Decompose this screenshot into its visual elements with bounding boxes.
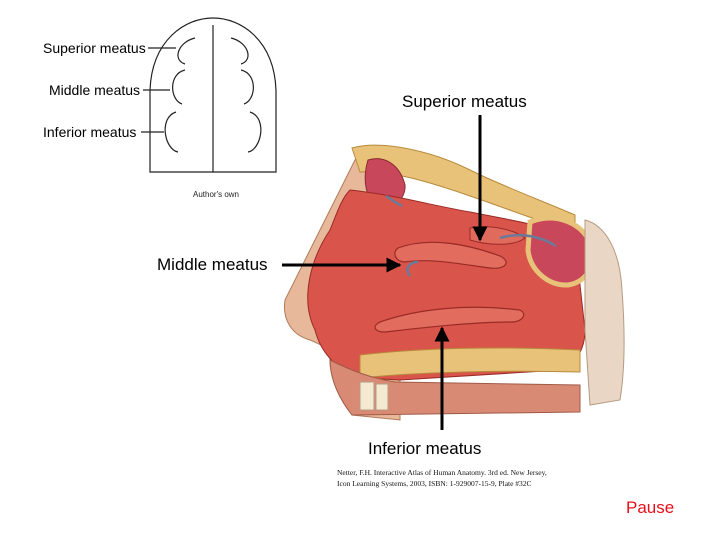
schematic-concha-superior-left <box>178 38 195 64</box>
schematic-credit: Author's own <box>193 190 239 199</box>
sagittal-nasal-illustration <box>284 145 624 420</box>
schematic-label-middle-meatus: Middle meatus <box>49 82 140 98</box>
illustration-label-superior-meatus: Superior meatus <box>402 92 527 112</box>
illustration-label-inferior-meatus: Inferior meatus <box>368 439 481 459</box>
schematic-label-superior-meatus: Superior meatus <box>43 40 146 56</box>
citation-line-1: Netter, F.H. Interactive Atlas of Human … <box>337 467 597 478</box>
schematic-label-inferior-meatus: Inferior meatus <box>43 124 136 140</box>
schematic-concha-inferior-left <box>165 112 178 152</box>
incisor-tooth <box>360 382 374 410</box>
schematic-concha-middle-left <box>173 70 185 104</box>
sphenoid-sinus <box>528 218 593 285</box>
citation-line-2: Icon Learning Systems, 2003, ISBN: 1-929… <box>337 478 597 489</box>
posterior-bone <box>585 220 624 405</box>
schematic-concha-middle-right <box>241 70 253 104</box>
nasal-cavity-schematic <box>141 18 276 172</box>
incisor-tooth-2 <box>376 384 388 410</box>
image-citation: Netter, F.H. Interactive Atlas of Human … <box>337 467 597 489</box>
illustration-label-middle-meatus: Middle meatus <box>157 255 268 275</box>
schematic-concha-superior-right <box>231 38 248 64</box>
schematic-concha-inferior-right <box>248 112 261 152</box>
pause-button[interactable]: Pause <box>626 498 674 518</box>
